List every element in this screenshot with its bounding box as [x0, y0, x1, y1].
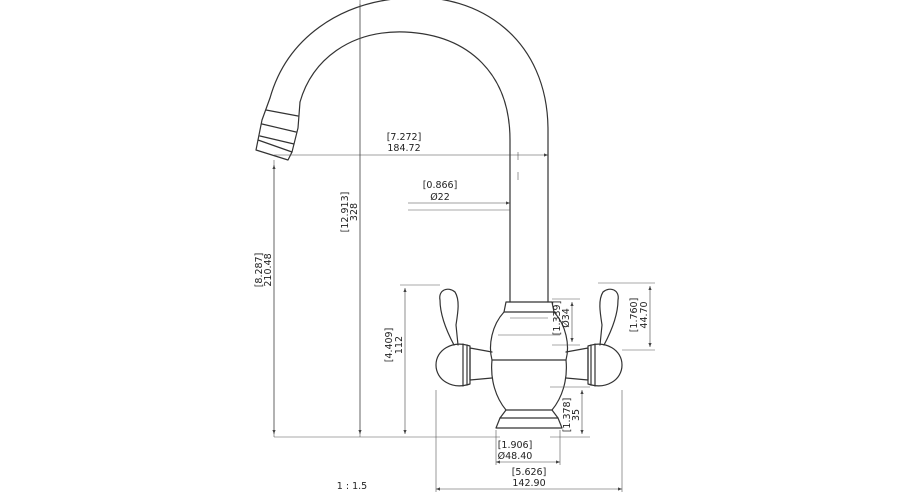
reach-in-label: [7.272]: [387, 132, 422, 143]
dimension-labels: [7.272] 184.72 [0.866] Ø22 [8.287] 210.4…: [254, 132, 650, 492]
outlet-height-in-label: [8.287]: [254, 253, 265, 288]
base-height-in-label: [1.378]: [562, 398, 573, 433]
lever-height-in-label: [1.760]: [629, 298, 640, 333]
body-height-mm-label: 112: [394, 336, 405, 354]
right-valve: [565, 288, 623, 387]
total-height-mm-label: 328: [349, 203, 360, 221]
aerator: [255, 97, 301, 161]
base-height-mm-label: 35: [571, 409, 582, 421]
spout-inner-curve: [299, 31, 511, 303]
base-dia-in-label: [1.906]: [498, 440, 533, 451]
dimension-lines: [272, 4, 652, 491]
valve-dia-in-label: [1.339]: [552, 301, 563, 336]
faucet-outline: [255, 0, 623, 429]
lever-height-mm-label: 44.70: [639, 301, 650, 328]
left-valve: [435, 288, 493, 387]
body-height-in-label: [4.409]: [384, 328, 395, 363]
base-dia-mm-label: Ø48.40: [498, 451, 533, 462]
spout-dia-in-label: [0.866]: [423, 180, 458, 191]
reach-mm-label: 184.72: [387, 143, 420, 154]
total-height-in-label: [12.913]: [340, 192, 351, 233]
valve-dia-mm-label: Ø34: [561, 308, 572, 328]
width-mm-label: 142.90: [512, 478, 545, 489]
width-in-label: [5.626]: [512, 467, 547, 478]
extension-lines: [273, 0, 655, 492]
outlet-height-mm-label: 210.48: [263, 253, 274, 286]
scale-label: 1 : 1.5: [337, 481, 367, 492]
spout-dia-mm-label: Ø22: [430, 192, 450, 203]
spout-outer-curve: [269, 0, 549, 303]
